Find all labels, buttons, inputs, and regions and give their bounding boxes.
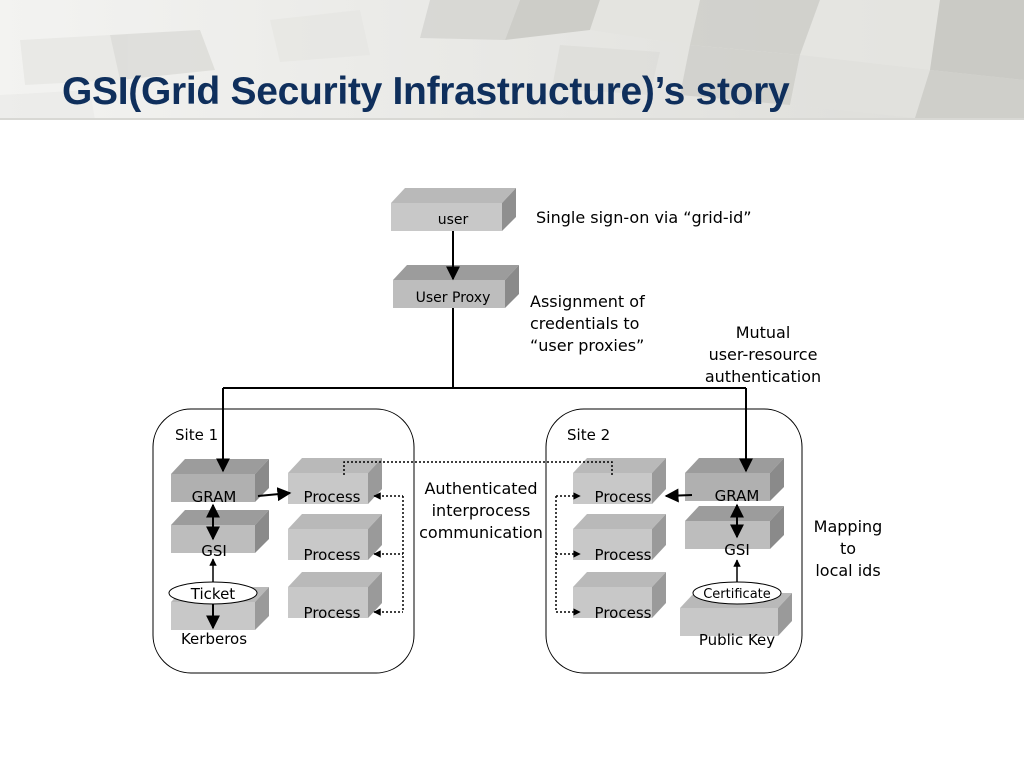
site2-public-key-label: Public Key: [699, 631, 775, 649]
assignment-note-line-1: Assignment of: [530, 292, 645, 311]
site2-process-label-2: Process: [595, 546, 652, 564]
site1-kerberos-label: Kerberos: [181, 630, 247, 648]
site2-name: Site 2: [567, 426, 610, 444]
authenticated-note-line-2: interprocess: [432, 501, 531, 520]
site1-name: Site 1: [175, 426, 218, 444]
site1-process-label-2: Process: [304, 546, 361, 564]
mutual-note-line-1: Mutual: [736, 323, 791, 342]
site2-process-box-2[interactable]: [573, 514, 666, 560]
ticket-ellipse: [168, 581, 258, 605]
user-label: user: [438, 212, 469, 228]
site1-container: [152, 408, 415, 674]
site2-process-box-3[interactable]: [573, 572, 666, 618]
site1-process-box-2[interactable]: [288, 514, 382, 560]
site1-gsi-label: GSI: [201, 542, 227, 560]
user-box[interactable]: [391, 188, 516, 231]
banner-cubes: [0, 0, 1024, 120]
assignment-note-line-3: “user proxies”: [530, 336, 644, 355]
assignment-note-line-2: credentials to: [530, 314, 639, 333]
site1-ticket-label: Ticket: [190, 585, 235, 603]
single-sign-on-note: Single sign-on via “grid-id”: [536, 208, 752, 227]
inter-site-dotted-link: [343, 461, 613, 475]
site1-process-box-3[interactable]: [288, 572, 382, 618]
user-proxy-label: User Proxy: [416, 290, 491, 306]
dotted-connectors: [343, 461, 613, 616]
site1-gram-label: GRAM: [192, 488, 237, 506]
mapping-note-line-1: Mapping: [814, 517, 883, 536]
site1-process-label-3: Process: [304, 604, 361, 622]
mapping-note-line-2: to: [840, 539, 856, 558]
mutual-note-line-2: user-resource: [709, 345, 818, 364]
site2-process-label-3: Process: [595, 604, 652, 622]
header-banner: [0, 0, 1024, 120]
site2-container: [545, 408, 803, 674]
authenticated-note-line-1: Authenticated: [424, 479, 537, 498]
site1-process-label-1: Process: [304, 488, 361, 506]
user-proxy-box[interactable]: [393, 265, 519, 308]
site2-gsi-label: GSI: [724, 541, 750, 559]
site1-gram-to-process-arrow: [257, 487, 292, 502]
site2-gram-to-process-arrow: [664, 488, 693, 503]
authenticated-note-line-3: communication: [419, 523, 543, 542]
site2-certificate-label: Certificate: [703, 587, 771, 602]
mutual-note-line-3: authentication: [705, 367, 821, 386]
site2-process-label-1: Process: [595, 488, 652, 506]
mapping-note-line-3: local ids: [815, 561, 880, 580]
certificate-ellipse: [692, 581, 782, 605]
slide-title: GSI(Grid Security Infrastructure)’s stor…: [62, 70, 790, 113]
connectors: [206, 231, 753, 630]
site2-gram-box[interactable]: [685, 458, 784, 501]
site2-gram-label: GRAM: [715, 487, 760, 505]
